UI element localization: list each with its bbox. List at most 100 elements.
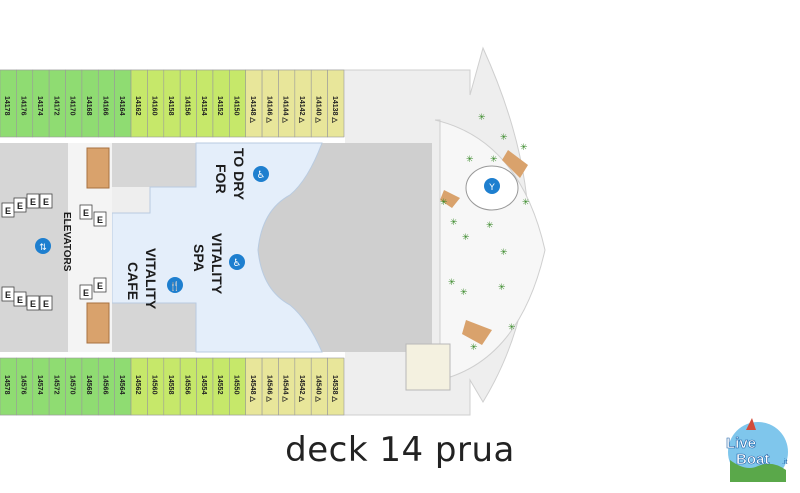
cabin-label: 14542 △ (298, 375, 305, 402)
cabin-label: 14156 (183, 96, 190, 116)
svg-text:♿: ♿ (257, 170, 266, 181)
elevator-car-mark: E (17, 201, 23, 211)
cabin-label: 14558 (167, 375, 174, 395)
plant-icon: ✳ (460, 288, 468, 298)
plant-icon: ✳ (448, 278, 456, 288)
cabin-label: 14574 (36, 375, 43, 395)
wood-deck-3 (440, 190, 460, 208)
plant-icon: ✳ (470, 343, 478, 353)
cabin-label: 14172 (52, 96, 59, 116)
venue-vitality-cafe-line1: VITALITY (143, 248, 159, 310)
cabin-label: 14152 (216, 96, 223, 116)
cabin-label: 14178 (3, 96, 10, 116)
wood-deck-1 (502, 150, 528, 178)
cabin-label: 14566 (101, 375, 108, 395)
plant-icon: ✳ (466, 155, 474, 165)
cabin-label: 14140 △ (314, 96, 321, 123)
plant-icon: ✳ (500, 248, 508, 258)
cafe-icon: 🍴 (167, 277, 183, 293)
svg-text:🍴: 🍴 (169, 280, 180, 292)
cabin-label: 14138 △ (331, 96, 338, 123)
core-left (0, 143, 68, 352)
plant-icon: ✳ (508, 323, 516, 333)
cabin-label: 14560 (151, 375, 158, 395)
elevator-car (13, 291, 27, 307)
venue-vitality-spa-line1: VITALITY (209, 233, 225, 295)
elevator-icon: ⇅ (35, 238, 51, 254)
elevators-label: ELEVATORS (61, 212, 72, 272)
plant-icon: ✳ (490, 155, 498, 165)
cabin-14138 (327, 69, 345, 138)
cabin-label: 14158 (167, 96, 174, 116)
elevator-car (93, 211, 107, 227)
svg-text:⇅: ⇅ (39, 243, 47, 253)
elevator-car (79, 204, 93, 220)
elevator-car-mark: E (43, 299, 49, 309)
cabin-label: 14552 (216, 375, 223, 395)
elevator-car (26, 295, 40, 311)
cabin-label: 14556 (183, 375, 190, 395)
elevator-car-mark: E (83, 288, 89, 298)
venue-to-dry-for-line2: FOR (213, 164, 229, 194)
elevator-car-mark: E (30, 197, 36, 207)
cabin-label: 14168 (85, 96, 92, 116)
venue-vitality-cafe-line2: CAFE (125, 262, 141, 300)
cabin-label: 14576 (20, 375, 27, 395)
cabin-label: 14570 (69, 375, 76, 395)
cabin-label: 14166 (101, 96, 108, 116)
cabin-label: 14150 (233, 96, 240, 116)
elevator-car (93, 277, 107, 293)
cabin-label: 14550 (233, 375, 240, 395)
plant-icon: ✳ (478, 113, 486, 123)
stair-bottom (86, 302, 110, 344)
liveboat-logo: Live Boat .it (726, 418, 788, 482)
cabin-label: 14170 (69, 96, 76, 116)
plant-icon: ✳ (520, 143, 528, 153)
svg-text:Y: Y (488, 183, 495, 193)
venue-vitality-spa-line2: SPA (191, 244, 207, 272)
cabin-label: 14146 △ (265, 96, 272, 123)
cabin-label: 14538 △ (331, 375, 338, 402)
corridor-top (0, 137, 345, 143)
elevator-car-mark: E (97, 215, 103, 225)
stair-top (86, 147, 110, 189)
cabin-label: 14578 (3, 375, 10, 395)
elevator-car (13, 197, 27, 213)
accessibility-icon-to-dry-for: ♿ (253, 166, 269, 182)
elevator-car-mark: E (43, 197, 49, 207)
cabin-label: 14540 △ (314, 375, 321, 402)
venue-to-dry-for-line1: TO DRY (231, 148, 247, 201)
cabin-label: 14564 (118, 375, 125, 395)
cabin-label: 14562 (134, 375, 141, 395)
cabin-label: 14554 (200, 375, 207, 395)
cabin-label: 14160 (151, 96, 158, 116)
cabin-label: 14144 △ (282, 96, 289, 123)
elevator-car-mark: E (30, 299, 36, 309)
accessibility-icon-spa: ♿ (229, 254, 245, 270)
svg-text:Boat: Boat (736, 451, 769, 468)
plant-icon: ✳ (522, 198, 530, 208)
wood-deck-2 (462, 320, 492, 345)
cabin-label: 14162 (134, 96, 141, 116)
elevator-car-mark: E (5, 290, 11, 300)
elevator-car (39, 193, 53, 209)
side-structure (405, 343, 451, 391)
core-stair (112, 143, 196, 187)
cabin-label: 14176 (20, 96, 27, 116)
elevator-car-mark: E (17, 295, 23, 305)
svg-text:♿: ♿ (233, 258, 242, 269)
elevator-car-mark: E (5, 206, 11, 216)
plant-icon: ✳ (462, 233, 470, 243)
core-stair-low (112, 303, 196, 352)
cabin-label: 14174 (36, 96, 43, 116)
plant-icon: ✳ (486, 221, 494, 231)
plant-icon: ✳ (450, 218, 458, 228)
cabin-label: 14142 △ (298, 96, 305, 123)
spa-area (111, 142, 323, 353)
pool-area (258, 143, 432, 352)
cabin-label: 14546 △ (265, 375, 272, 402)
elevator-car (39, 295, 53, 311)
